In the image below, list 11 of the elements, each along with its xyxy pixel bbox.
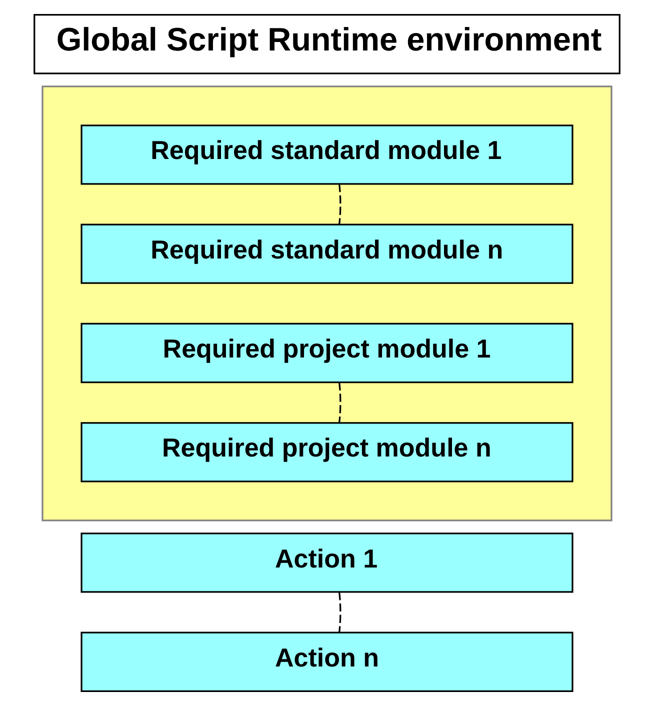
node-box: Action n xyxy=(80,632,574,692)
node-box: Global Script Runtime environment xyxy=(34,14,620,74)
connector xyxy=(338,184,342,224)
node-box: Required project module 1 xyxy=(80,322,574,384)
node-box: Required standard module 1 xyxy=(80,124,574,185)
node-box: Action 1 xyxy=(80,532,574,593)
node-box: Required standard module n xyxy=(80,224,574,284)
cluster xyxy=(42,86,612,522)
connector xyxy=(338,382,342,423)
node-box: Required project module n xyxy=(80,422,574,482)
connector xyxy=(338,592,342,632)
